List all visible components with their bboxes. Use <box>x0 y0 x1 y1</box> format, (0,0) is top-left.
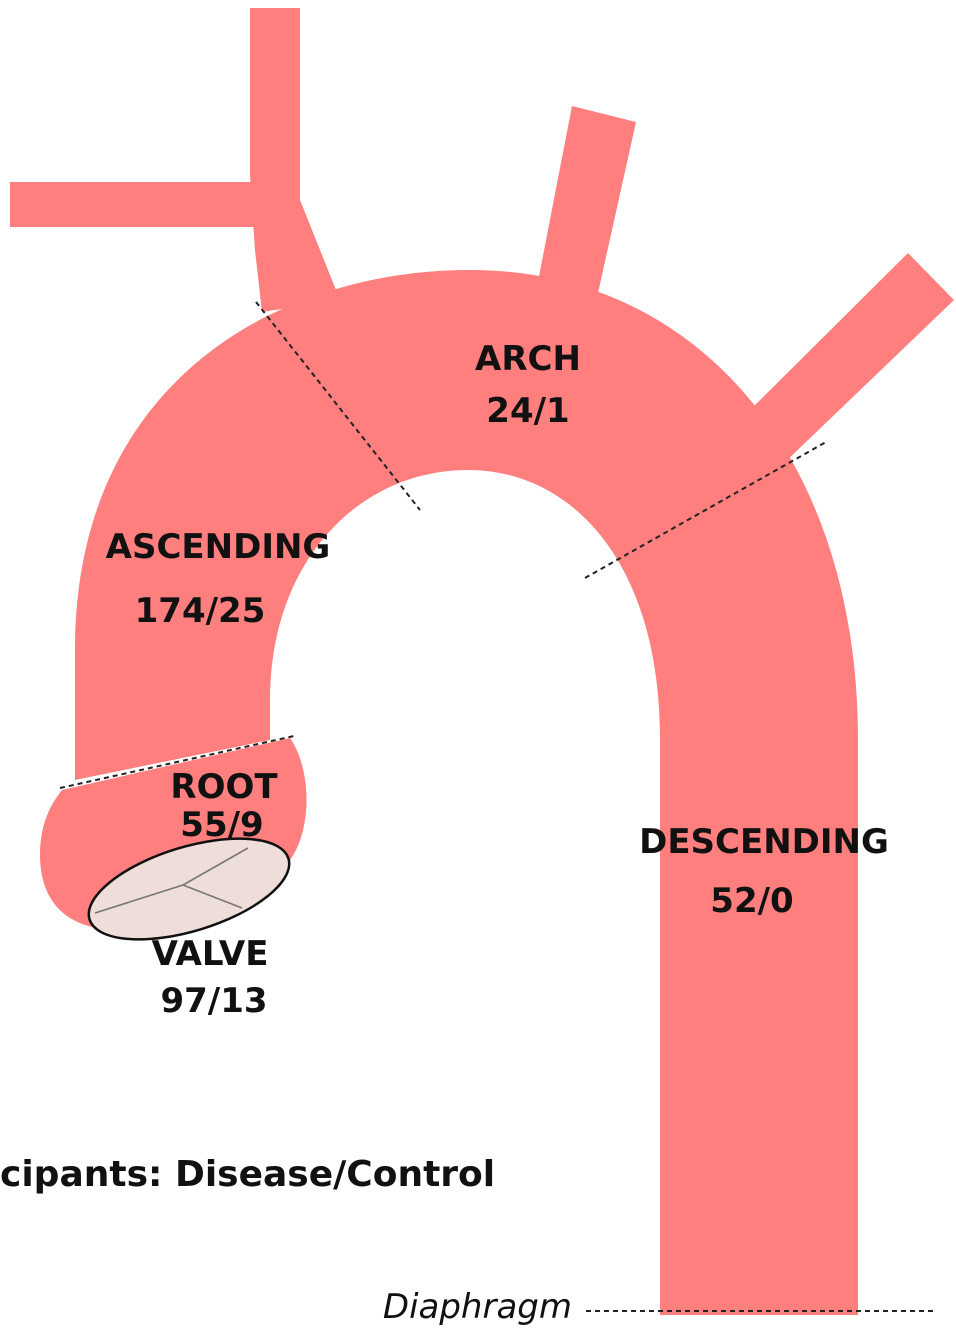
diaphragm-label: Diaphragm <box>383 1287 572 1327</box>
brachiocephalic-trunk <box>250 8 340 312</box>
descending-label: DESCENDING <box>639 822 889 862</box>
ascending-label: ASCENDING <box>106 527 331 567</box>
root-counts: 55/9 <box>180 805 263 845</box>
aorta-vessel <box>10 8 954 1315</box>
legend-text: cipants: Disease/Control <box>0 1154 495 1195</box>
left-carotid-branch <box>536 106 636 302</box>
valve-label: VALVE <box>152 934 269 974</box>
arch-label: ARCH <box>475 339 581 379</box>
right-subclavian-branch <box>10 182 265 227</box>
ascending-counts: 174/25 <box>135 591 266 631</box>
root-label: ROOT <box>170 767 278 807</box>
arch-counts: 24/1 <box>486 391 569 431</box>
valve-counts: 97/13 <box>160 981 267 1021</box>
descending-counts: 52/0 <box>710 881 793 921</box>
